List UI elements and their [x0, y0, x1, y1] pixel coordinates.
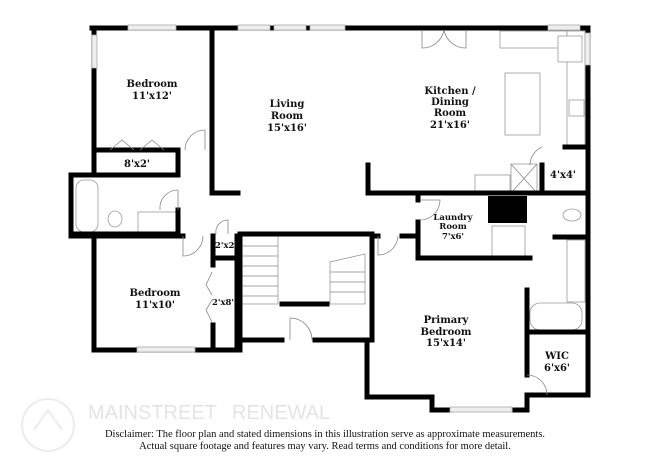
fixtures: [75, 30, 586, 331]
sink-icon: [557, 35, 583, 63]
room-size: 15'x14': [426, 338, 466, 349]
chimney: [488, 196, 527, 223]
room-name: Bedroom: [127, 79, 178, 90]
watermark-text: MAINSTREET: [88, 402, 217, 424]
room-name: Dining: [431, 97, 469, 108]
room-size: 2'x2': [215, 241, 237, 251]
disclaimer-line: Disclaimer: The floor plan and stated di…: [104, 429, 546, 440]
toilet-icon: [562, 208, 582, 222]
room-size: 11'x10': [135, 300, 175, 311]
bathtub-icon: [529, 302, 583, 331]
double-vanity-icon: [566, 239, 586, 303]
kitchen-counter: [499, 30, 568, 49]
room-name: Bedroom: [130, 288, 181, 299]
room-name: Room: [271, 111, 304, 122]
room-size: 11'x12': [132, 91, 172, 102]
room-size: 21'x16': [430, 120, 470, 131]
room-size: 2'x8': [212, 298, 234, 308]
doors: [109, 29, 548, 396]
room-name: Kitchen /: [424, 86, 476, 97]
vanity-icon: [137, 211, 177, 233]
disclaimer: Disclaimer: The floor plan and stated di…: [0, 429, 650, 453]
kitchen-island: [504, 72, 541, 136]
bathtub-icon: [75, 179, 99, 233]
room-size: 6'x6': [544, 363, 570, 374]
room-size: 15'x16': [267, 123, 307, 134]
room-name: Room: [439, 222, 466, 232]
disclaimer-line: Actual square footage and features may v…: [139, 441, 511, 452]
room-name: WIC: [544, 351, 569, 362]
stairs: [239, 235, 366, 305]
room-size: 7'x6': [442, 232, 464, 242]
room-name: Room: [434, 108, 467, 119]
room-size: 8'x2': [124, 159, 150, 170]
counter-block: [474, 174, 511, 194]
shower-icon: [491, 225, 526, 258]
room-name: Bedroom: [421, 327, 472, 338]
room-name: Primary: [424, 315, 470, 326]
watermark-text: RENEWAL: [232, 402, 330, 424]
stove-icon: [568, 99, 585, 117]
room-name: Living: [270, 99, 305, 110]
room-labels: Bedroom 11'x12' 8'x2' Living Room 15'x16…: [124, 79, 576, 374]
walls: [68, 25, 591, 413]
toilet-icon: [107, 210, 123, 228]
windows: [91, 24, 591, 413]
room-size: 4'x4': [550, 170, 576, 181]
watermark-logo: MAINSTREET RENEWAL: [21, 398, 330, 452]
room-name: Laundry: [433, 213, 473, 223]
